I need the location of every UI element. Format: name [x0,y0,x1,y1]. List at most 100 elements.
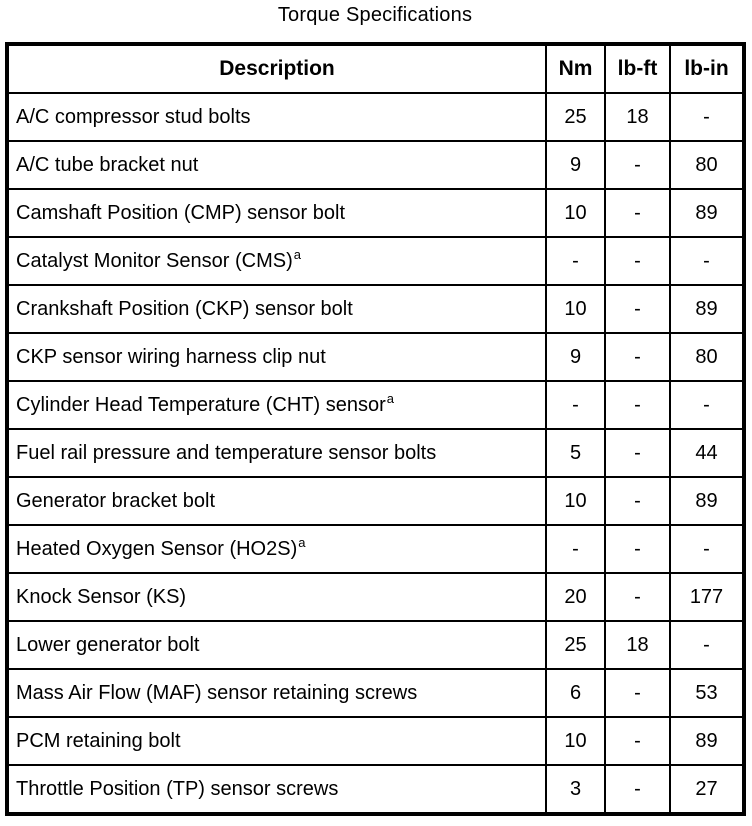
lb-in-cell: 89 [669,716,745,766]
lb-in-cell: 27 [669,764,745,815]
column-header-lb-ft: lb-ft [604,43,671,94]
table-row: PCM retaining bolt 10-89 [6,716,745,766]
table-row: Camshaft Position (CMP) sensor bolt 10-89 [6,188,745,238]
description-text: Lower generator bolt [16,633,200,656]
description-cell: CKP sensor wiring harness clip nut [6,332,547,382]
lb-ft-cell: - [604,140,671,190]
lb-in-cell: 89 [669,188,745,238]
lb-ft-cell: - [604,476,671,526]
description-cell: Cylinder Head Temperature (CHT) sensora [6,380,547,430]
description-text: Fuel rail pressure and temperature senso… [16,441,437,464]
lb-in-cell: 53 [669,668,745,718]
nm-cell: 10 [545,476,606,526]
description-text: Camshaft Position (CMP) sensor bolt [16,201,346,224]
nm-cell: 25 [545,92,606,142]
description-text: A/C tube bracket nut [16,153,199,176]
description-text: Throttle Position (TP) sensor screws [16,777,339,800]
description-cell: Catalyst Monitor Sensor (CMS)a [6,236,547,286]
nm-cell: 3 [545,764,606,815]
description-text: Knock Sensor (KS) [16,585,187,608]
lb-in-cell: - [669,380,745,430]
header-row: Description Nm lb-ft lb-in [6,43,745,94]
nm-cell: 9 [545,140,606,190]
footnote-marker: a [386,390,394,406]
footnote-marker: a [298,534,306,550]
nm-cell: 10 [545,284,606,334]
lb-ft-cell: - [604,284,671,334]
table-row: Fuel rail pressure and temperature senso… [6,428,745,478]
table-row: Crankshaft Position (CKP) sensor bolt 10-… [6,284,745,334]
lb-ft-cell: 18 [604,92,671,142]
lb-in-cell: 177 [669,572,745,622]
description-text: Mass Air Flow (MAF) sensor retaining scr… [16,681,418,704]
torque-spec-table: Description Nm lb-ft lb-in A/C compresso… [5,42,746,816]
description-cell: Throttle Position (TP) sensor screws [6,764,547,815]
lb-in-cell: 44 [669,428,745,478]
description-cell: Fuel rail pressure and temperature senso… [6,428,547,478]
lb-ft-cell: - [604,716,671,766]
description-text: Catalyst Monitor Sensor (CMS) [16,249,293,272]
description-text: Generator bracket bolt [16,489,215,512]
description-cell: A/C tube bracket nut [6,140,547,190]
lb-in-cell: 89 [669,284,745,334]
nm-cell: 9 [545,332,606,382]
lb-ft-cell: 18 [604,620,671,670]
lb-ft-cell: - [604,380,671,430]
table-row: Throttle Position (TP) sensor screws 3-27 [6,764,745,815]
table-row: Catalyst Monitor Sensor (CMS)a--- [6,236,745,286]
description-cell: Lower generator bolt [6,620,547,670]
nm-cell: - [545,236,606,286]
lb-ft-cell: - [604,236,671,286]
table-row: A/C tube bracket nut 9-80 [6,140,745,190]
column-header-lb-in: lb-in [669,43,745,94]
column-header-nm: Nm [545,43,606,94]
description-text: Crankshaft Position (CKP) sensor bolt [16,297,353,320]
lb-ft-cell: - [604,764,671,815]
description-cell: Crankshaft Position (CKP) sensor bolt [6,284,547,334]
lb-ft-cell: - [604,572,671,622]
nm-cell: 6 [545,668,606,718]
lb-ft-cell: - [604,332,671,382]
lb-in-cell: - [669,524,745,574]
description-cell: Heated Oxygen Sensor (HO2S)a [6,524,547,574]
nm-cell: 10 [545,188,606,238]
lb-ft-cell: - [604,188,671,238]
description-text: A/C compressor stud bolts [16,105,251,128]
page-title: Torque Specifications [277,4,473,26]
table-row: Mass Air Flow (MAF) sensor retaining scr… [6,668,745,718]
column-header-description: Description [6,43,547,94]
nm-cell: 10 [545,716,606,766]
description-cell: Camshaft Position (CMP) sensor bolt [6,188,547,238]
description-text: CKP sensor wiring harness clip nut [16,345,326,368]
table-row: CKP sensor wiring harness clip nut 9-80 [6,332,745,382]
lb-in-cell: 89 [669,476,745,526]
description-text: PCM retaining bolt [16,729,181,752]
description-text: Heated Oxygen Sensor (HO2S) [16,537,298,560]
nm-cell: 20 [545,572,606,622]
description-cell: PCM retaining bolt [6,716,547,766]
lb-ft-cell: - [604,428,671,478]
table-row: Heated Oxygen Sensor (HO2S)a--- [6,524,745,574]
description-cell: Mass Air Flow (MAF) sensor retaining scr… [6,668,547,718]
lb-in-cell: - [669,92,745,142]
lb-in-cell: 80 [669,332,745,382]
nm-cell: - [545,524,606,574]
description-text: Cylinder Head Temperature (CHT) sensor [16,393,386,416]
footnote-marker: a [293,246,301,262]
table-row: Knock Sensor (KS) 20-177 [6,572,745,622]
description-cell: Knock Sensor (KS) [6,572,547,622]
nm-cell: - [545,380,606,430]
lb-in-cell: 80 [669,140,745,190]
description-cell: Generator bracket bolt [6,476,547,526]
nm-cell: 5 [545,428,606,478]
nm-cell: 25 [545,620,606,670]
lb-ft-cell: - [604,524,671,574]
lb-ft-cell: - [604,668,671,718]
lb-in-cell: - [669,620,745,670]
table-row: Generator bracket bolt 10-89 [6,476,745,526]
description-cell: A/C compressor stud bolts [6,92,547,142]
